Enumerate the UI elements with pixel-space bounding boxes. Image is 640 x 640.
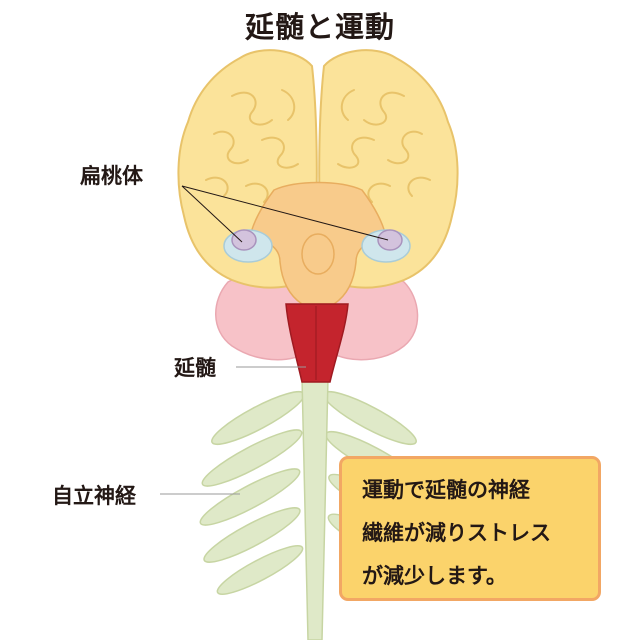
nerve-branch-left-3 [199,468,301,526]
nerve-branch-left-2 [201,429,303,487]
amygdala-left [223,229,273,263]
amygdala-right [361,229,411,263]
label-amygdala: 扁桃体 [80,164,143,188]
label-autonomic-nerve: 自立神経 [52,484,136,508]
leader-lines-gray [160,366,306,495]
leader-lines [181,185,389,243]
nerve-branch-left-5 [216,545,304,595]
leader-amygdala-left [181,185,243,243]
callout-line-1: 運動で延髄の神経 [362,478,530,502]
pituitary [301,233,335,275]
leader-amygdala-right [181,185,389,241]
callout-box: 運動で延髄の神経 繊維が減りストレス が減少します。 [339,456,601,601]
medulla [285,303,349,383]
label-medulla: 延髄 [174,356,216,380]
page-title: 延髄と運動 [244,10,395,44]
spinal-cord [301,377,329,640]
callout-line-3: が減少します。 [362,564,507,588]
nerve-branch-left-4 [203,507,301,563]
brain-folds [205,89,431,203]
callout-line-2: 繊維が減りストレス [362,521,551,545]
